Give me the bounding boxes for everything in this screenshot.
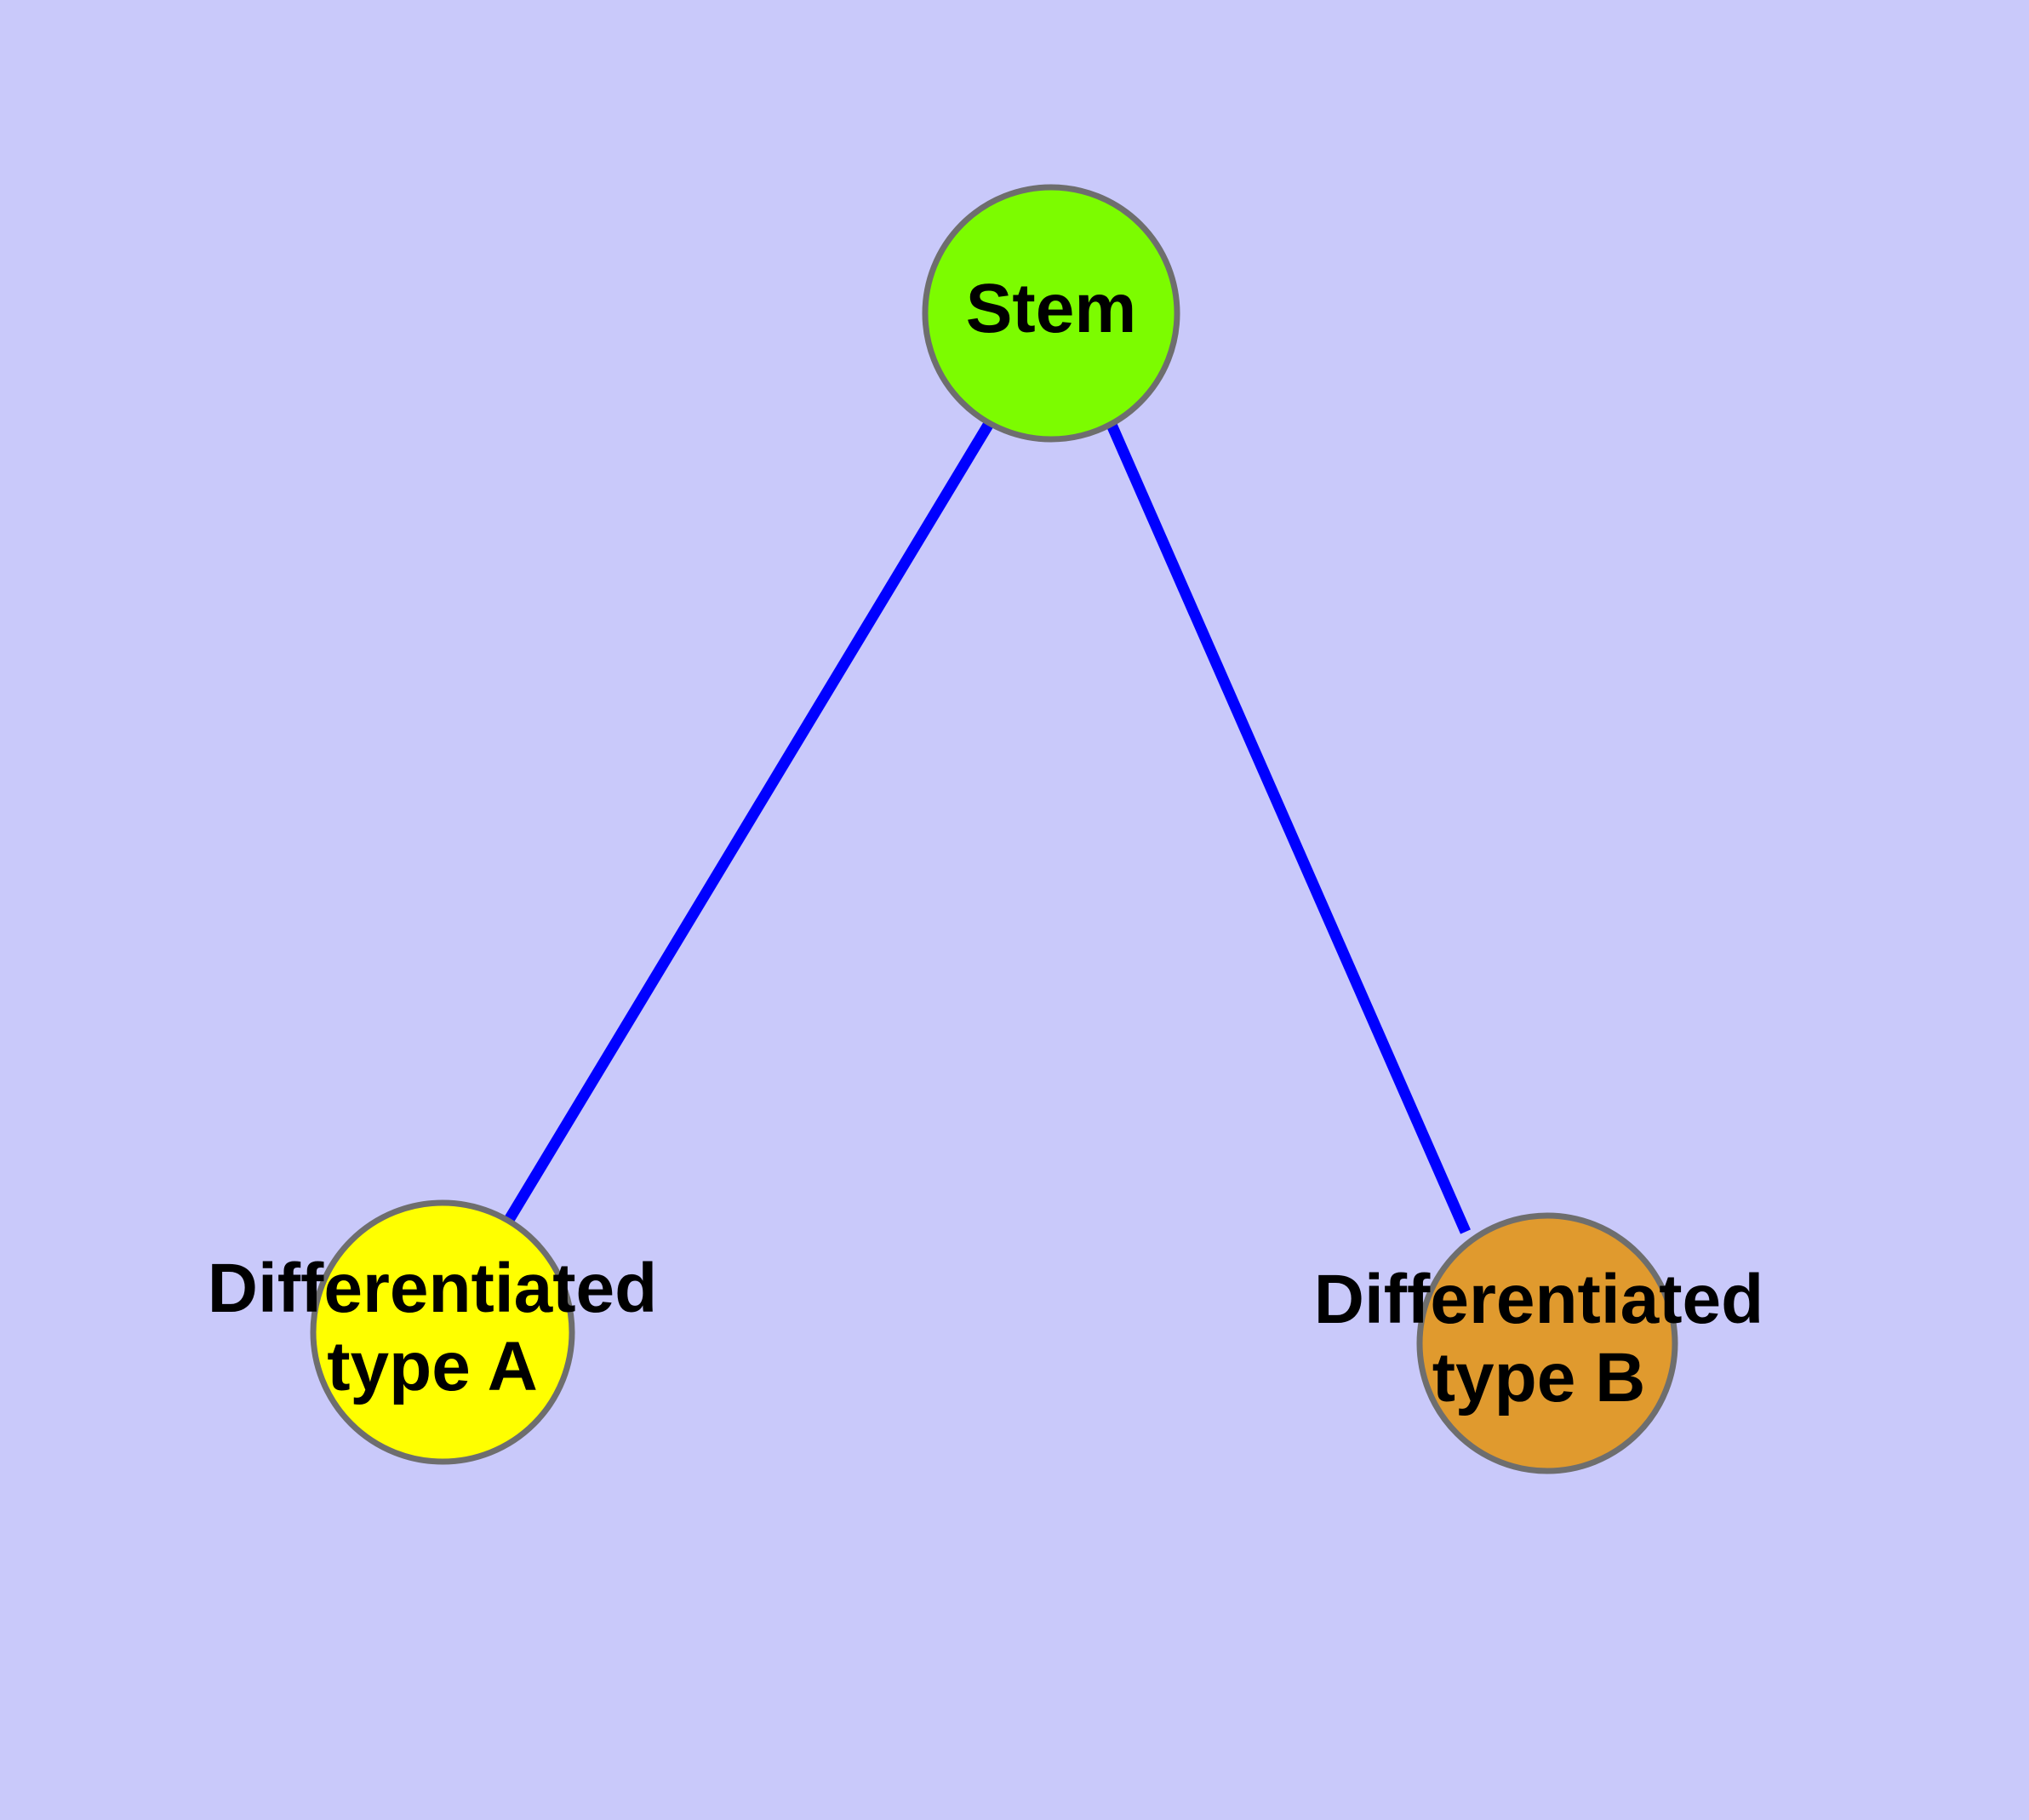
nodes-layer — [310, 184, 1678, 1474]
node-stem-label: Stem — [966, 270, 1137, 347]
edge-stem-to-diff-a[interactable] — [504, 419, 995, 1223]
node-stem-circle[interactable] — [922, 184, 1180, 443]
node-diff-a-circle[interactable] — [310, 1199, 575, 1465]
edges-layer — [504, 416, 1471, 1234]
node-diff-b-circle[interactable] — [1416, 1212, 1678, 1474]
edge-stem-to-diff-b[interactable] — [1104, 416, 1471, 1234]
